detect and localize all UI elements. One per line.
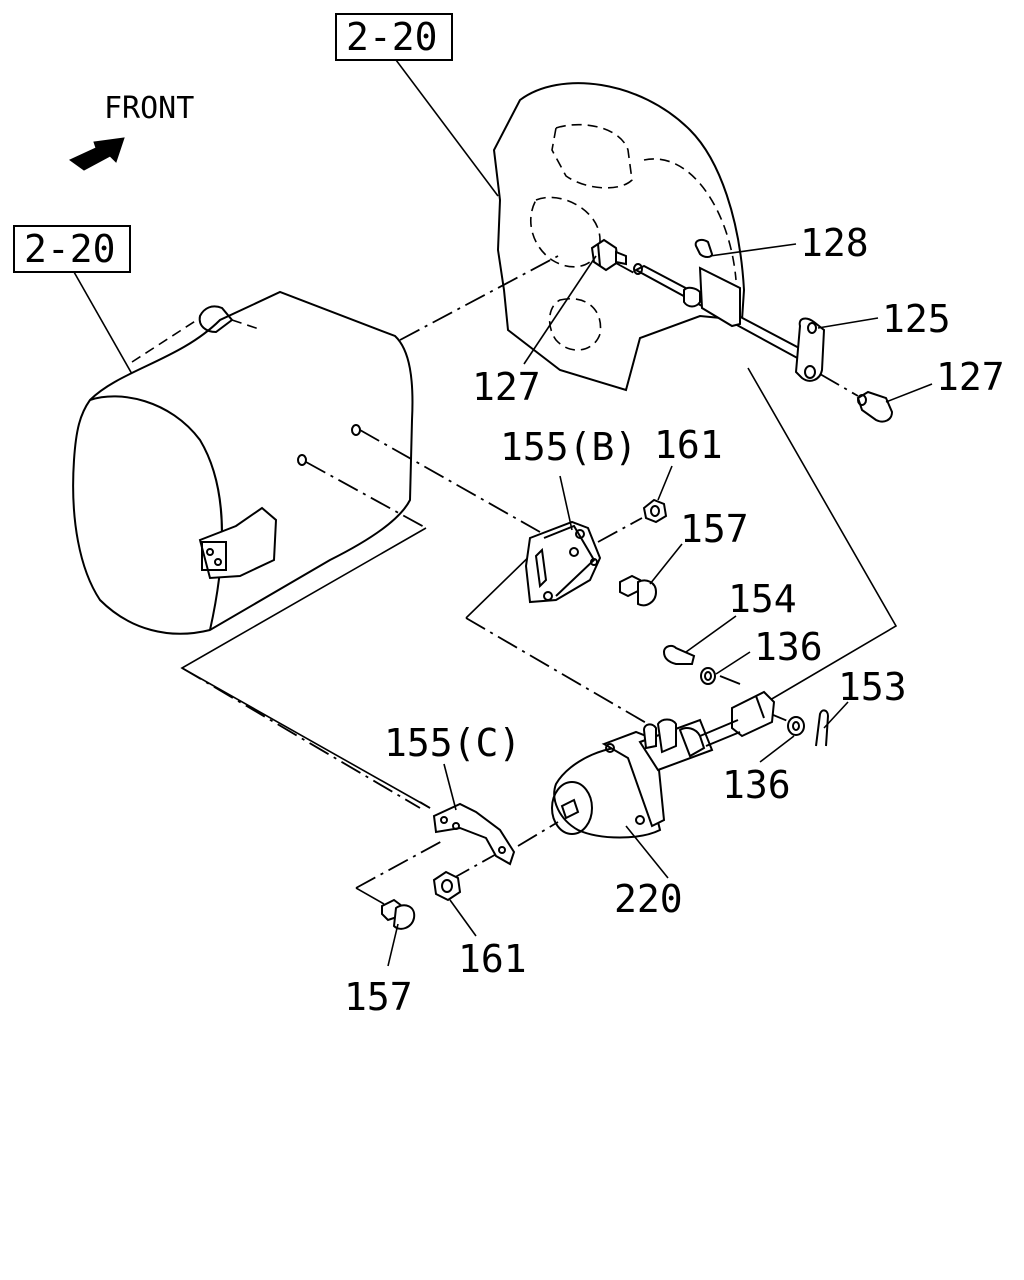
alignment-line-161a [597,517,643,543]
reference-label-top: 2-20 [346,15,438,59]
part-154-pin[interactable] [662,644,696,665]
front-label: FRONT [104,91,194,126]
alignment-line-157b [355,839,445,889]
part-128-plate[interactable] [694,238,741,328]
part-157-bolt-lower[interactable] [381,898,416,930]
part-127-fitting-right[interactable] [856,390,894,423]
leader-136-upper [715,651,751,675]
leader-136-lower [759,735,795,763]
case-bracket [198,506,278,580]
callout-155b: 155(B) [500,425,637,469]
alignment-line-161b [449,851,501,881]
reference-label-left: 2-20 [24,227,116,271]
reference-leader-left [73,271,133,375]
part-153-cotter-pin[interactable] [815,709,830,747]
callout-128: 128 [800,221,869,265]
part-157-bolt-upper[interactable] [619,574,658,607]
reference-box-top[interactable]: 2-20 [335,13,453,61]
leader-157-lower [387,923,399,967]
clevis-yoke[interactable] [731,690,776,738]
alignment-dash-155c [181,667,421,809]
leader-127-right [885,383,933,403]
part-136-washer-lower[interactable] [787,716,805,736]
callout-157-lower: 157 [344,975,413,1019]
leader-154 [685,615,737,653]
callout-136-upper: 136 [754,625,823,669]
reference-box-left[interactable]: 2-20 [13,225,131,273]
alignment-line-housing [399,255,559,341]
part-155b-bracket[interactable] [524,520,602,604]
callout-157-upper: 157 [680,507,749,551]
callout-220: 220 [614,877,683,921]
reference-leader-top [395,59,499,197]
alignment-line-cylinder [465,617,649,725]
callout-127-right: 127 [936,355,1005,399]
leader-128 [709,243,797,257]
leader-125 [817,317,879,329]
leader-153 [823,701,849,729]
leader-220 [625,825,669,879]
callout-155c: 155(C) [384,721,521,765]
callout-136-lower: 136 [722,763,791,807]
part-127-fitting-upper[interactable] [590,238,627,272]
leader-157-upper [649,543,683,585]
part-161-nut-upper[interactable] [642,498,668,524]
leader-161-lower [449,899,477,937]
leader-127-upper [523,255,597,365]
alignment-line-155b-upper [359,429,541,533]
part-136-washer-upper[interactable] [700,667,716,685]
leader-155b [559,475,573,531]
callout-125: 125 [882,297,951,341]
part-155c-bracket[interactable] [432,802,516,866]
callout-154: 154 [728,577,797,621]
callout-161-lower: 161 [458,937,527,981]
leader-155c [443,763,457,811]
alignment-line-lower [305,461,427,529]
flywheel-housing [492,82,746,392]
part-161-nut-lower[interactable] [432,870,462,902]
callout-153: 153 [838,665,907,709]
callout-161-upper: 161 [654,423,723,467]
front-arrow-icon [69,137,125,171]
part-220-slave-cylinder[interactable] [551,718,741,839]
leader-161-upper [657,465,673,501]
alignment-line-lever [747,367,898,701]
transmission-case [72,290,414,635]
callout-127-upper: 127 [472,365,541,409]
part-125-lever[interactable] [794,317,826,382]
